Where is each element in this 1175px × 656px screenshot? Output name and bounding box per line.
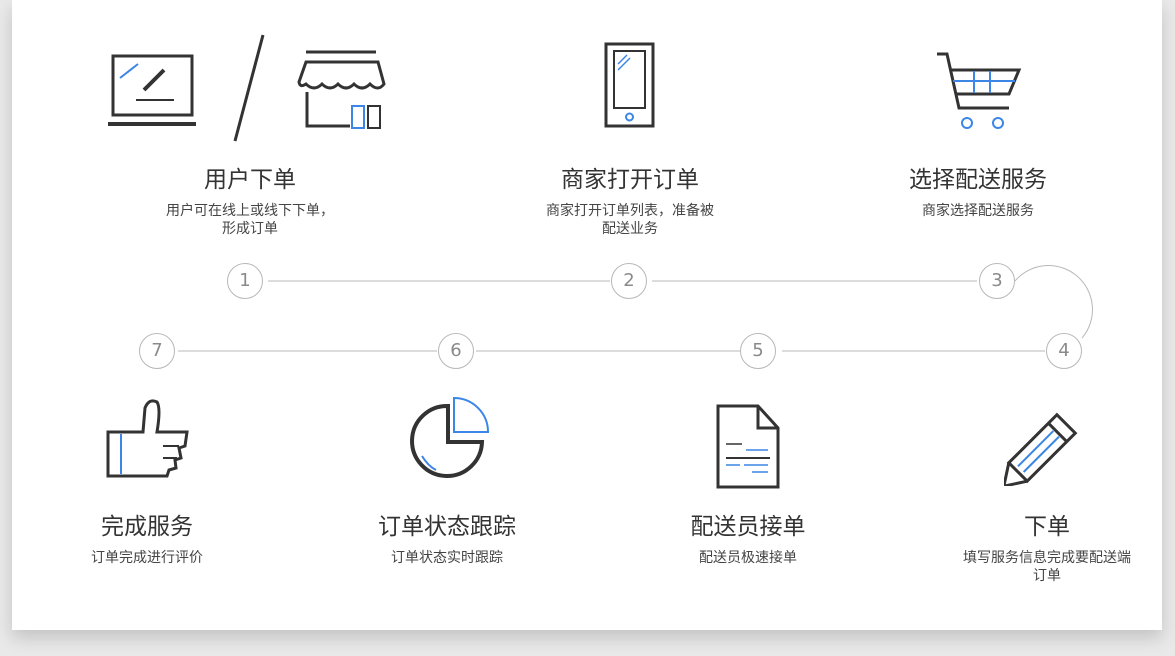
step-node-5: 5 (740, 333, 776, 369)
step-node-1: 1 (227, 263, 263, 299)
slash-divider-icon (233, 34, 265, 142)
thumbs-up-icon (106, 399, 189, 478)
pie-chart-icon (410, 396, 490, 478)
step-title-7: 完成服务 (101, 514, 193, 540)
step-desc-4: 填写服务信息完成要配送端订单 (963, 550, 1131, 584)
step-title-6: 订单状态跟踪 (378, 514, 516, 540)
store-icon (297, 50, 386, 129)
document-icon (716, 404, 780, 489)
step-title-2: 商家打开订单 (561, 167, 699, 193)
step-desc-5: 配送员极速接单 (699, 550, 797, 566)
step-node-2: 2 (611, 263, 647, 299)
step-title-1: 用户下单 (204, 167, 296, 193)
step-title-5: 配送员接单 (690, 514, 806, 540)
phone-icon (604, 42, 655, 128)
laptop-icon (108, 54, 196, 126)
step-title-4: 下单 (1024, 514, 1070, 540)
step-node-7: 7 (139, 333, 175, 369)
step-node-6: 6 (438, 333, 474, 369)
pencil-icon (1004, 412, 1078, 486)
step-desc-6: 订单状态实时跟踪 (391, 550, 503, 566)
step-node-4: 4 (1046, 333, 1082, 369)
step-desc-3: 商家选择配送服务 (922, 203, 1034, 219)
process-card (12, 0, 1162, 630)
step-desc-7: 订单完成进行评价 (91, 550, 203, 566)
step-title-3: 选择配送服务 (909, 167, 1047, 193)
step-desc-1: 用户可在线上或线下下单，形成订单 (166, 203, 334, 237)
step-node-3: 3 (979, 263, 1015, 299)
step-desc-2: 商家打开订单列表，准备被配送业务 (546, 203, 714, 237)
cart-icon (937, 52, 1022, 129)
